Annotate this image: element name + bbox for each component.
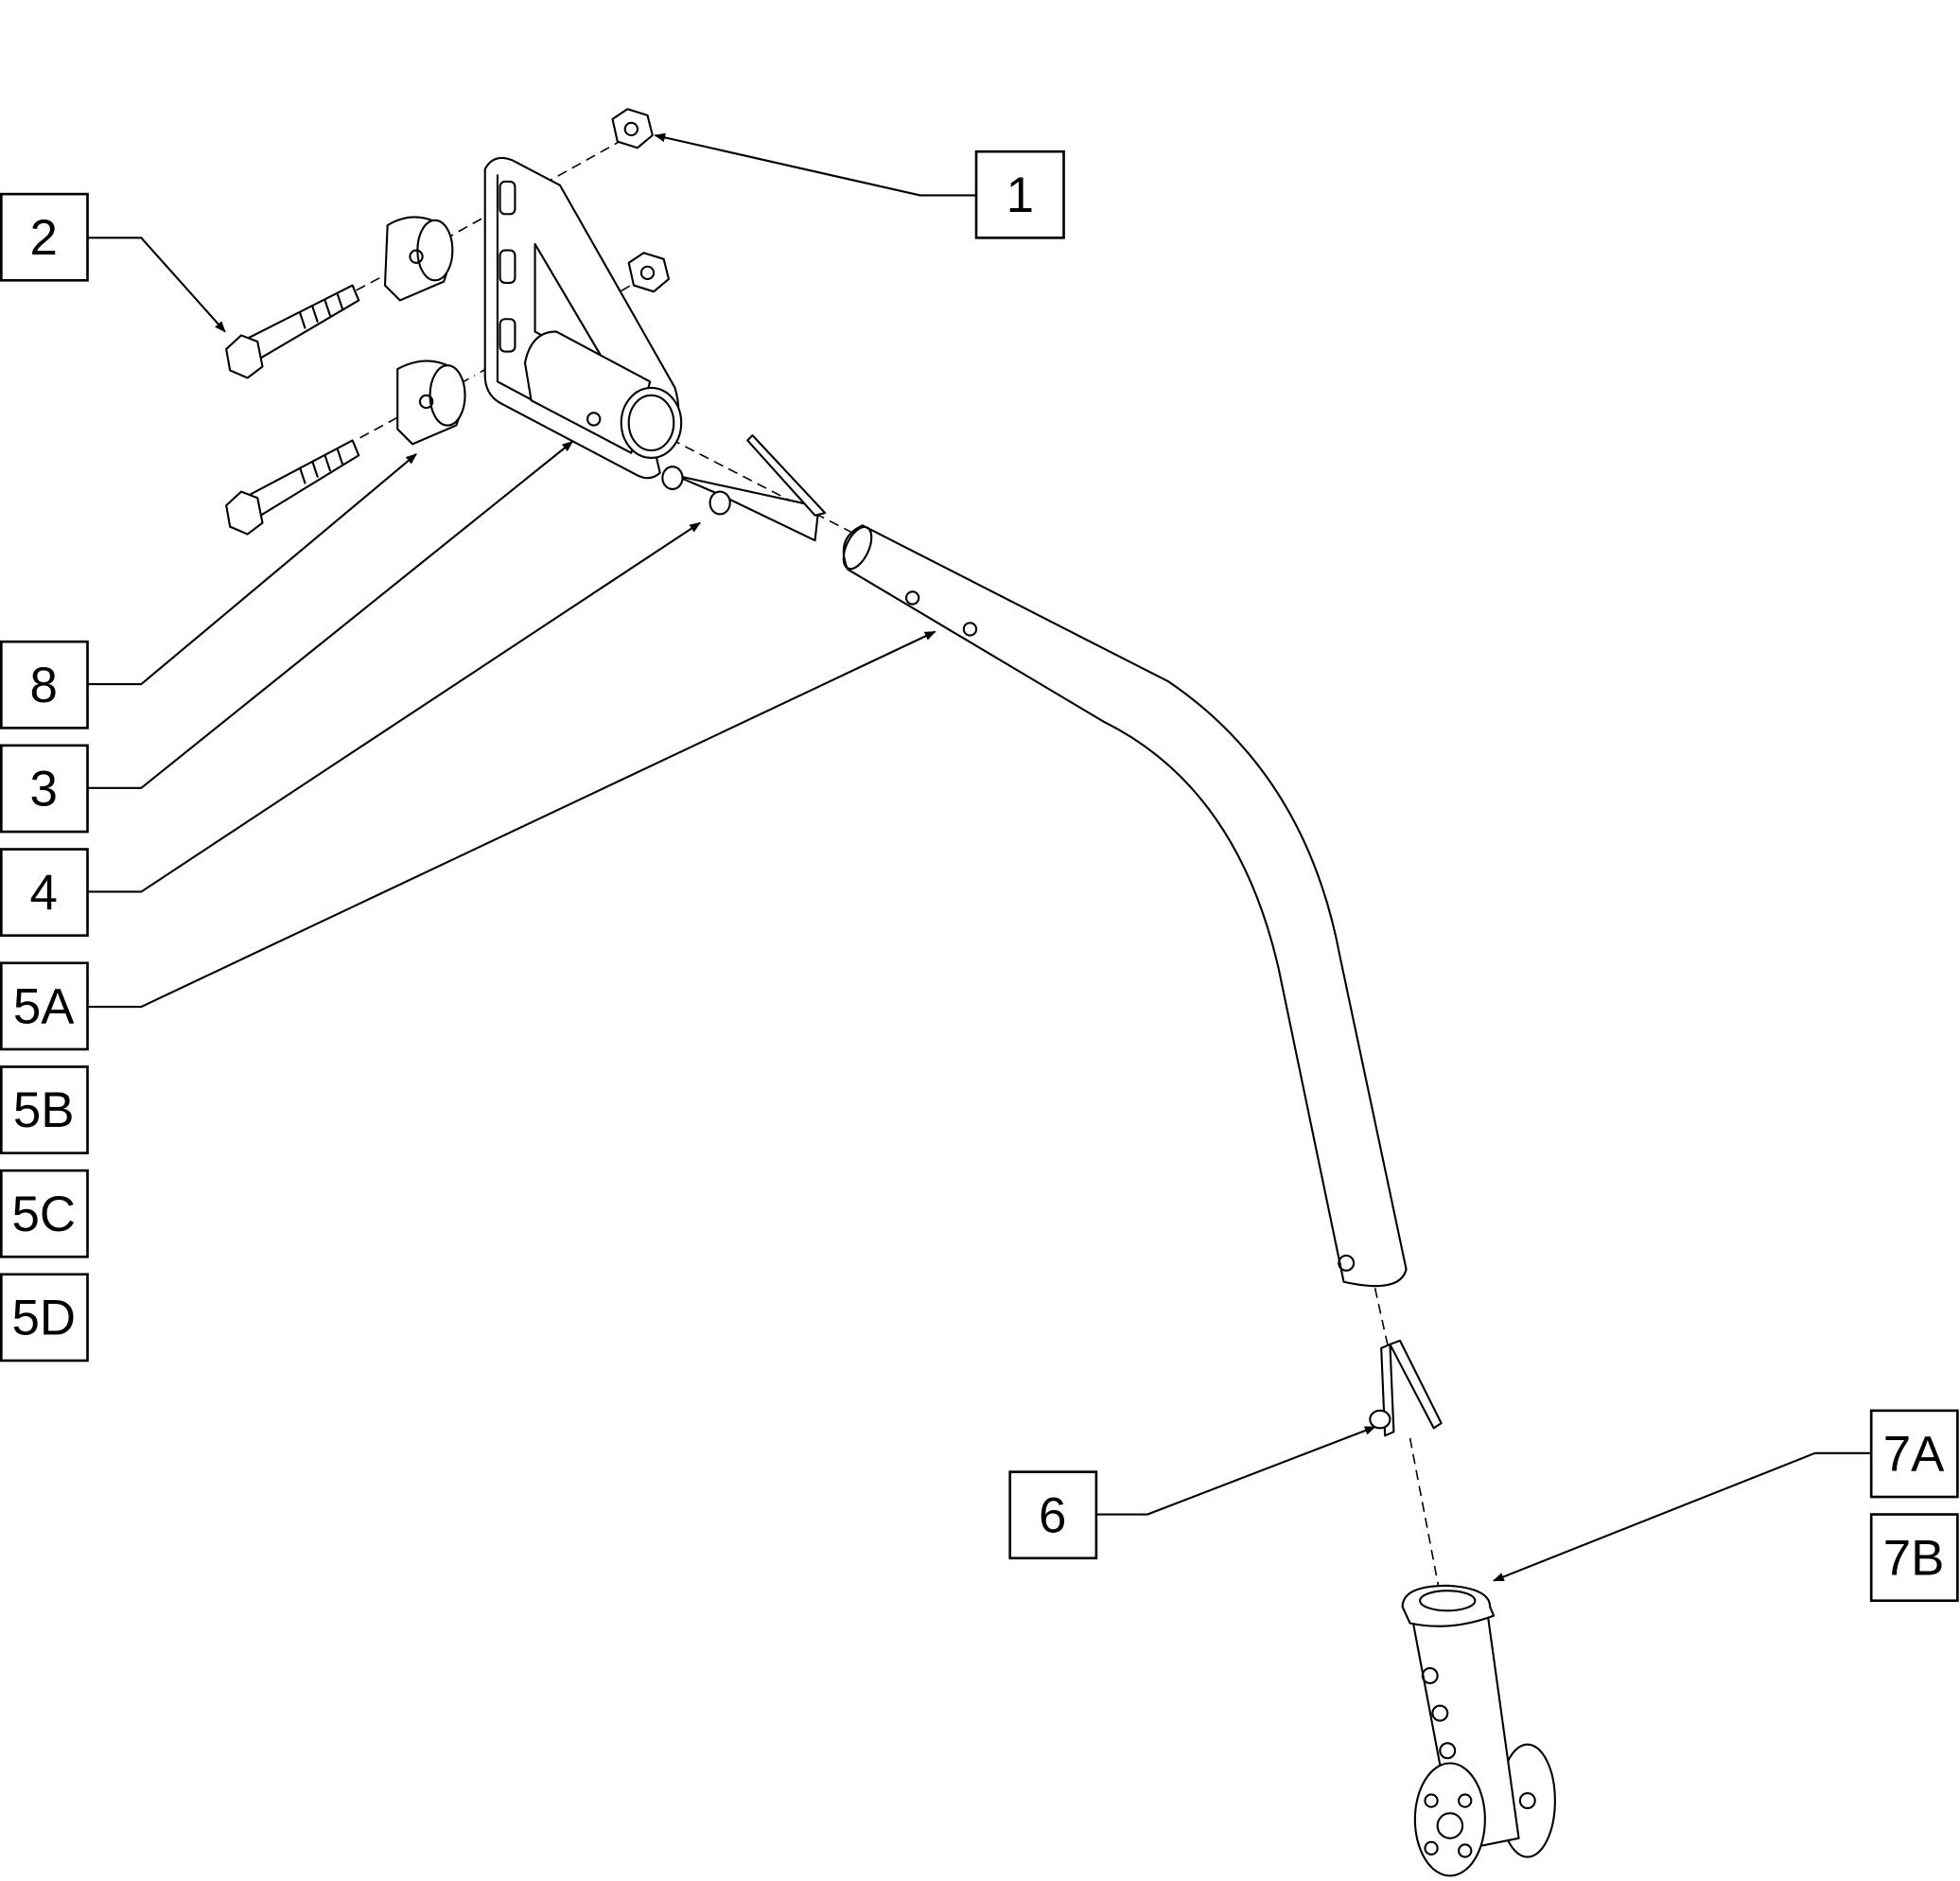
callout-label: 7A: [1883, 1427, 1945, 1483]
callout-label: 7B: [1883, 1530, 1945, 1586]
nut-top: [611, 108, 654, 149]
frame-tube: [842, 524, 1408, 1288]
callout-7a: 7A: [1869, 1409, 1959, 1499]
callout-label: 8: [30, 658, 58, 713]
callout-label: 3: [30, 762, 58, 817]
callout-3: 3: [0, 744, 89, 834]
nut-middle: [627, 252, 671, 293]
leader-lines: [87, 132, 1872, 1582]
release-pin-upper: [661, 434, 827, 542]
callout-label: 5C: [11, 1187, 76, 1242]
spacer-upper: [383, 216, 454, 302]
callout-5b: 5B: [0, 1065, 89, 1154]
callout-label: 5D: [11, 1291, 76, 1346]
callout-label: 5A: [13, 979, 75, 1035]
callout-1: 1: [974, 149, 1065, 239]
callout-5a: 5A: [0, 961, 89, 1051]
callout-5d: 5D: [0, 1273, 89, 1362]
bolt-lower: [225, 439, 360, 536]
bolt-upper: [225, 284, 360, 379]
caster-assembly: [1401, 1584, 1556, 1877]
callout-5c: 5C: [0, 1169, 89, 1258]
spacer-lower: [396, 360, 466, 446]
callout-label: 2: [30, 210, 58, 266]
callout-8: 8: [0, 640, 89, 730]
mounting-bracket: [483, 156, 683, 480]
callout-6: 6: [1008, 1470, 1098, 1560]
callout-label: 1: [1006, 167, 1034, 223]
callout-label: 4: [30, 865, 58, 921]
callout-label: 5B: [13, 1082, 75, 1138]
callout-2: 2: [0, 192, 89, 282]
callout-7b: 7B: [1869, 1513, 1959, 1603]
release-pin-lower: [1369, 1339, 1443, 1437]
callout-4: 4: [0, 848, 89, 938]
callout-label: 6: [1039, 1487, 1066, 1543]
